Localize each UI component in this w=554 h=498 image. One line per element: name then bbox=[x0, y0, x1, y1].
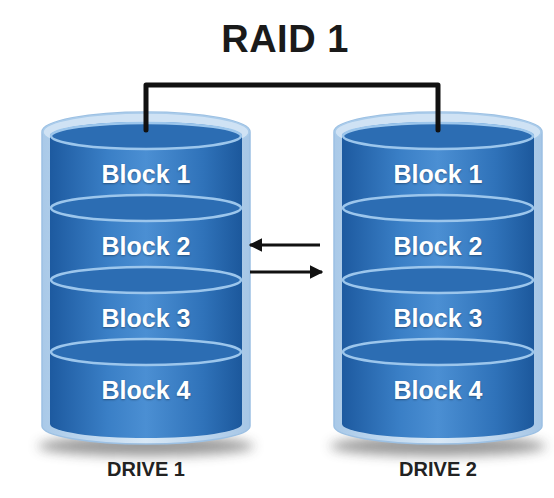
drive-label: DRIVE 1 bbox=[42, 456, 250, 482]
block-label: Block 1 bbox=[342, 152, 534, 196]
drive-label: DRIVE 2 bbox=[334, 456, 542, 482]
block-label: Block 3 bbox=[342, 296, 534, 340]
block-label: Block 4 bbox=[50, 368, 242, 412]
segment-body bbox=[342, 122, 534, 222]
drive-cylinder: DRIVE 2Block 1Block 2Block 3Block 4 bbox=[334, 112, 542, 444]
segment-top bbox=[51, 123, 241, 149]
block-label: Block 3 bbox=[50, 296, 242, 340]
drive-cylinder: DRIVE 1Block 1Block 2Block 3Block 4 bbox=[42, 112, 250, 444]
cylinder-body bbox=[334, 112, 542, 444]
segment-body bbox=[50, 266, 242, 366]
block-label: Block 1 bbox=[50, 152, 242, 196]
cylinder-body bbox=[42, 112, 250, 444]
cylinder-top bbox=[43, 113, 249, 151]
cylinder-top bbox=[335, 113, 541, 151]
segment-body bbox=[50, 338, 242, 438]
data-block: Block 4 bbox=[342, 338, 534, 438]
segment-top bbox=[343, 123, 533, 149]
segment-body bbox=[342, 194, 534, 294]
segment-top bbox=[343, 267, 533, 293]
block-label: Block 2 bbox=[50, 224, 242, 268]
segment-top bbox=[343, 195, 533, 221]
block-label: Block 2 bbox=[342, 224, 534, 268]
diagram-title: RAID 1 bbox=[8, 16, 554, 62]
data-block: Block 4 bbox=[50, 338, 242, 438]
segment-top bbox=[51, 267, 241, 293]
segment-body bbox=[50, 122, 242, 222]
segment-top bbox=[343, 339, 533, 365]
segment-top bbox=[51, 339, 241, 365]
mirror-arrow bbox=[250, 244, 320, 247]
segment-top bbox=[51, 195, 241, 221]
mirror-arrow bbox=[250, 271, 322, 274]
segment-body bbox=[342, 338, 534, 438]
block-label: Block 4 bbox=[342, 368, 534, 412]
segment-body bbox=[50, 194, 242, 294]
segment-body bbox=[342, 266, 534, 366]
